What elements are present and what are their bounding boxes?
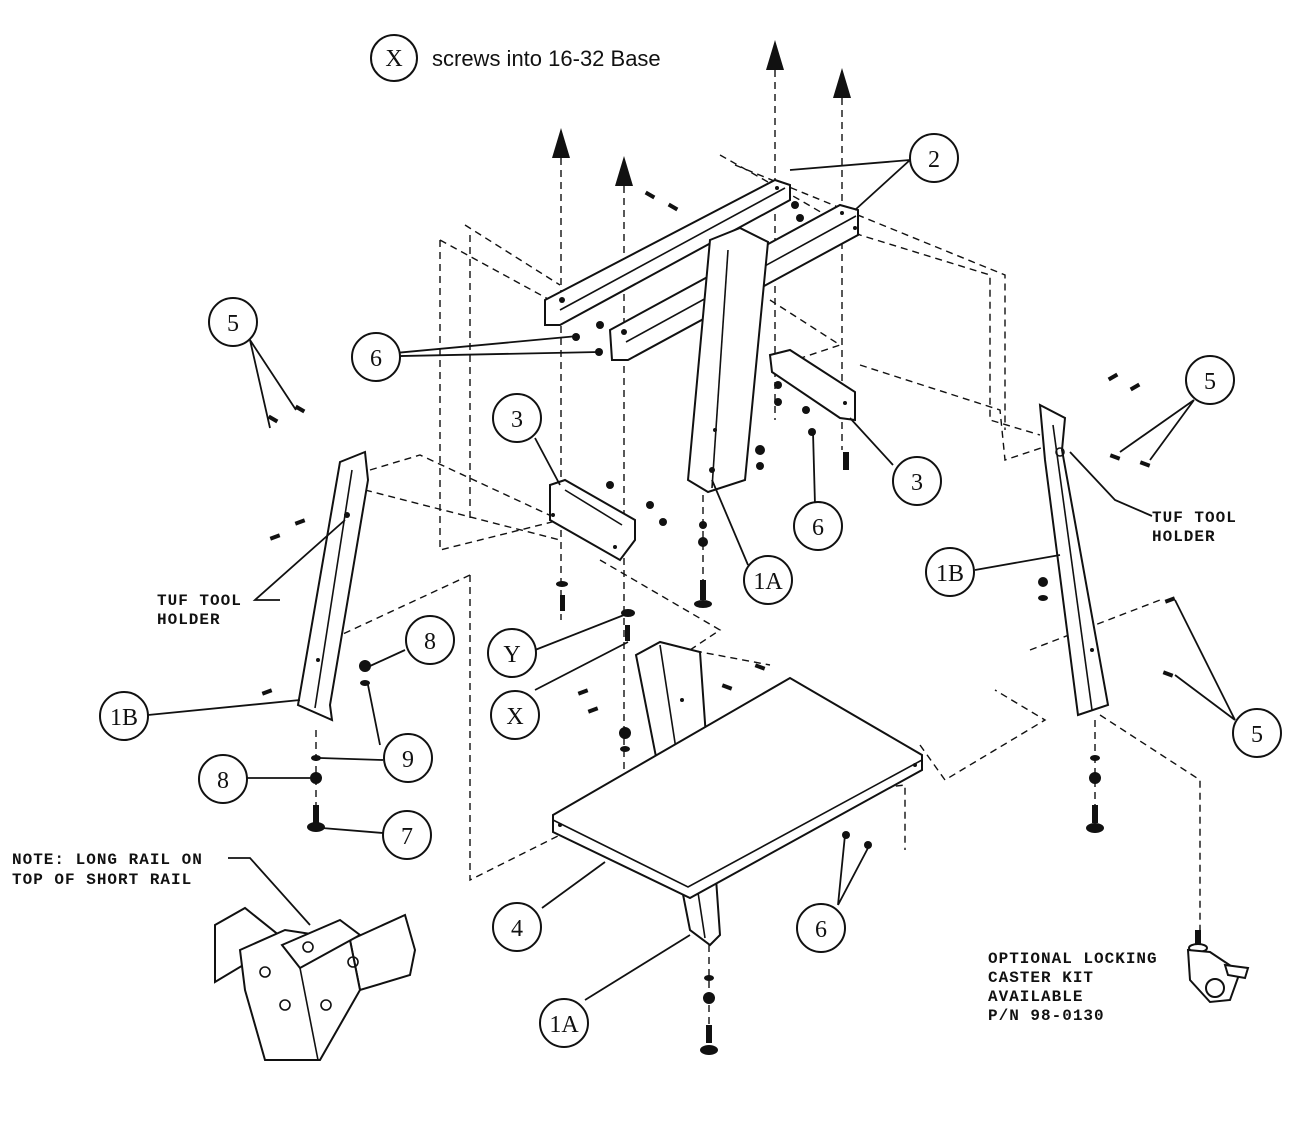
callout-bubble-5 [1232, 708, 1282, 758]
callout-bubble-6 [796, 903, 846, 953]
callout-label-5: 5 [1251, 722, 1263, 748]
callout-bubble-8 [405, 615, 455, 665]
legend-text: screws into 16-32 Base [432, 46, 661, 71]
short-rail-left [549, 478, 636, 562]
callout-label-8: 8 [217, 768, 229, 794]
callout-bubble-7 [382, 810, 432, 860]
callout-label-6: 6 [812, 515, 824, 541]
legend: X screws into 16-32 Base [370, 34, 661, 82]
shelf [552, 676, 923, 900]
callout-label-7: 7 [401, 824, 413, 850]
callout-label-1a: 1A [753, 569, 783, 595]
callout-label-5: 5 [1204, 369, 1216, 395]
legend-symbol-circle [370, 34, 418, 82]
callout-label-1b: 1B [936, 561, 964, 587]
callout-label-6: 6 [815, 917, 827, 943]
up-arrowhead-1 [552, 128, 570, 158]
top-rail-back [544, 178, 791, 326]
caster-illustration [1186, 930, 1250, 1004]
callouts: 2 6 5 3 3 6 1A 5 1B 5 8 Y X 1B 9 8 7 [99, 133, 1282, 1048]
callout-bubble-2 [909, 133, 959, 183]
left-leg [296, 450, 370, 722]
up-arrowhead-3 [766, 40, 784, 70]
callout-bubble-5 [208, 297, 258, 347]
tuf-tool-holder-left-line1: TUF TOOL [157, 592, 242, 610]
tuf-tool-holder-right-line1: TUF TOOL [1152, 509, 1237, 527]
callout-bubble-1a [539, 998, 589, 1048]
up-arrowhead-4 [833, 68, 851, 98]
callout-label-3: 3 [511, 407, 523, 433]
callout-label-y: Y [503, 642, 520, 668]
callout-bubble-4 [492, 902, 542, 952]
tuf-tool-holder-left-line2: HOLDER [157, 611, 221, 629]
callout-label-x: X [506, 704, 523, 730]
callout-bubble-8 [198, 754, 248, 804]
callout-bubble-y [487, 628, 537, 678]
callout-label-5: 5 [227, 311, 239, 337]
callout-label-8: 8 [424, 629, 436, 655]
callout-label-4: 4 [511, 916, 523, 942]
caster-note-line4: P/N 98-0130 [988, 1007, 1105, 1025]
callout-label-1b: 1B [110, 705, 138, 731]
up-arrowhead-2 [615, 156, 633, 186]
callout-bubble-5 [1185, 355, 1235, 405]
callout-bubble-1a [743, 555, 793, 605]
callout-bubble-6 [351, 332, 401, 382]
center-leg-upper [686, 226, 770, 494]
callout-label-1a: 1A [549, 1012, 579, 1038]
callout-bubble-3 [892, 456, 942, 506]
caster-note-line3: AVAILABLE [988, 988, 1083, 1006]
notes: TUF TOOL HOLDER TUF TOOL HOLDER NOTE: LO… [12, 509, 1237, 1025]
long-rail-note-line1: NOTE: LONG RAIL ON [12, 851, 203, 869]
callout-bubble-3 [492, 393, 542, 443]
callout-label-6: 6 [370, 346, 382, 372]
caster-note-line1: OPTIONAL LOCKING [988, 950, 1158, 968]
callout-label-3: 3 [911, 470, 923, 496]
long-rail-note-line2: TOP OF SHORT RAIL [12, 871, 192, 889]
callout-label-9: 9 [402, 747, 414, 773]
callout-bubble-x [490, 690, 540, 740]
right-leg [1038, 403, 1110, 717]
caster-note-line2: CASTER KIT [988, 969, 1094, 987]
rail-detail-inset [214, 906, 417, 1061]
callout-bubble-9 [383, 733, 433, 783]
short-rail-right [768, 348, 856, 422]
callout-bubble-1b [99, 691, 149, 741]
callout-bubble-1b [925, 547, 975, 597]
callout-label-2: 2 [928, 147, 940, 173]
callout-bubble-6 [793, 501, 843, 551]
hardware [261, 190, 1176, 1055]
legend-symbol: X [385, 46, 402, 72]
tuf-tool-holder-right-line2: HOLDER [1152, 528, 1216, 546]
